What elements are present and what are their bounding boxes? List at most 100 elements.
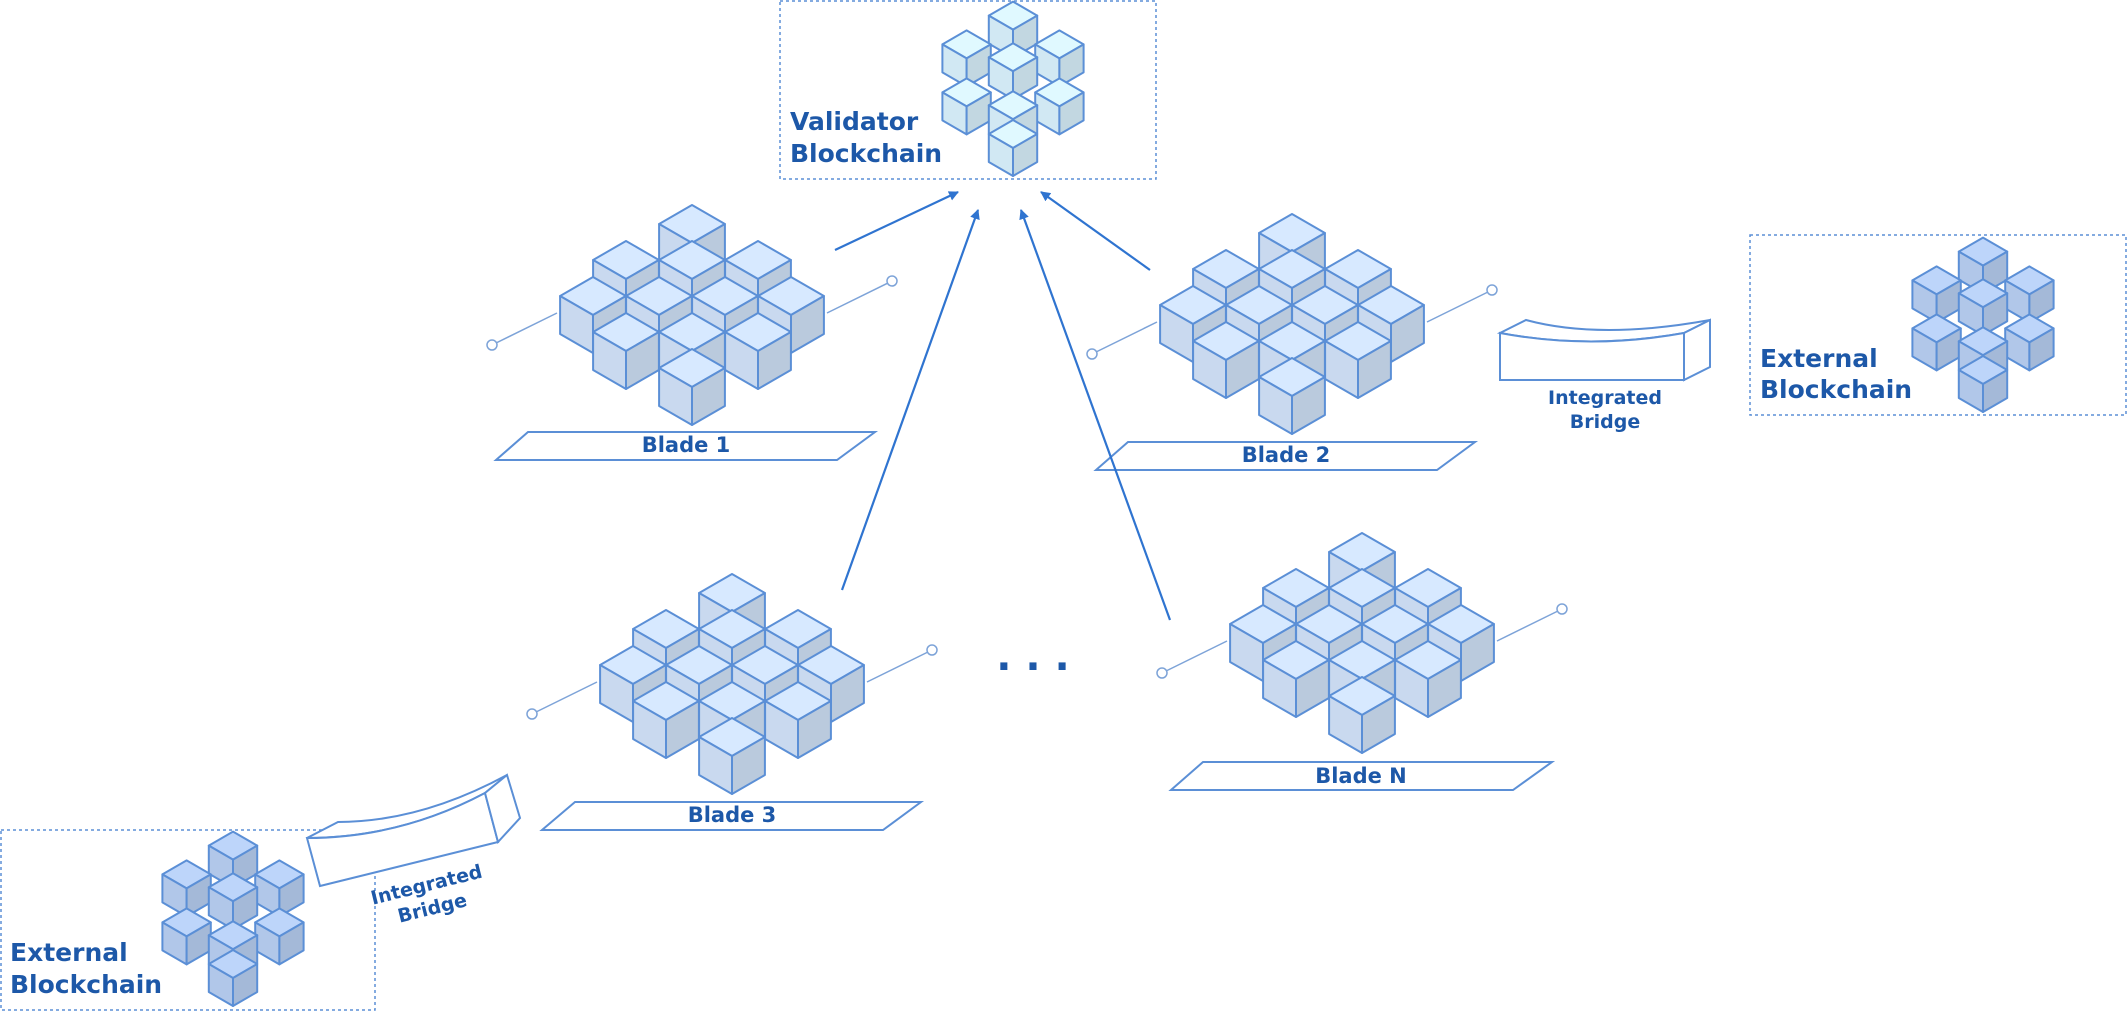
cube-right-face	[2028, 279, 2055, 324]
connector-line	[866, 649, 933, 683]
connector-node	[486, 339, 498, 351]
blade-n-label: Blade N	[1315, 764, 1407, 788]
cube	[987, 119, 1039, 177]
cube-right-face	[1982, 369, 2009, 413]
cube-right-face	[1012, 56, 1039, 101]
cube-right-face	[278, 873, 305, 918]
more-blades-ellipsis: . . .	[996, 634, 1069, 680]
cube-right-face	[2028, 327, 2055, 372]
connector-node	[1486, 284, 1498, 296]
cube-right-face	[691, 367, 726, 426]
connector-line	[1426, 289, 1493, 323]
bridge-right-label-line1: Integrated	[1548, 387, 1662, 409]
cube	[1262, 640, 1330, 718]
cube	[658, 348, 726, 426]
arrow-blade-n-to-validator	[1019, 209, 1172, 621]
validator-blockchain: Validator Blockchain	[779, 0, 1157, 180]
cube-right-face	[731, 736, 766, 795]
blade-3: Blade 3	[526, 573, 938, 831]
cube	[592, 312, 660, 390]
cube-right-face	[232, 963, 259, 1007]
connector-line	[1496, 608, 1563, 642]
cube-right-face	[1291, 376, 1326, 435]
cube	[698, 717, 766, 795]
cube	[1034, 77, 1085, 136]
external-blockchain-right: External Blockchain	[1749, 234, 2127, 416]
arrow-blade-3-to-validator	[840, 209, 980, 591]
blade-n-platform	[1168, 761, 1556, 791]
blade-2: Blade 2	[1086, 213, 1498, 471]
blade-2-label: Blade 2	[1242, 443, 1331, 467]
blade-n: Blade N	[1156, 532, 1568, 791]
cube	[1957, 278, 2009, 337]
bridge-right-side	[1683, 318, 1711, 382]
blade-3-cube-cluster	[526, 573, 938, 795]
bridge-right-label-line2: Bridge	[1570, 411, 1640, 433]
blade-1-cube-cluster	[486, 204, 898, 426]
arrow-blade-1-to-validator	[834, 191, 959, 251]
cube	[1911, 265, 1962, 324]
cube	[207, 949, 259, 1007]
blade-n-cube-cluster	[1156, 532, 1568, 754]
cube	[764, 681, 832, 759]
cube	[987, 42, 1039, 101]
blade-3-platform	[539, 801, 925, 831]
integrated-bridge-left: Integrated Bridge	[305, 773, 522, 928]
connector-line	[491, 312, 558, 346]
cube-right-face	[1357, 340, 1392, 399]
validator-arrows	[834, 191, 1172, 621]
connector-line	[826, 280, 893, 314]
cube	[1192, 321, 1260, 399]
external-left-cube-cluster	[161, 830, 305, 1007]
cube	[2004, 313, 2055, 372]
arrow-blade-2-to-validator	[1040, 191, 1151, 271]
cube-right-face	[1427, 659, 1462, 718]
cube	[1911, 313, 1962, 372]
cube	[254, 907, 305, 966]
external-right-label-line1: External	[1760, 344, 1878, 373]
cube	[724, 312, 792, 390]
cube-right-face	[1058, 43, 1085, 88]
cube	[941, 77, 992, 136]
connector-node	[926, 644, 938, 656]
cube-right-face	[1982, 292, 2009, 337]
cube-right-face	[1361, 695, 1396, 754]
validator-label-line1: Validator	[790, 107, 919, 136]
cube-right-face	[1058, 91, 1085, 136]
connector-node	[1156, 667, 1168, 679]
validator-label-line2: Blockchain	[790, 139, 942, 168]
blade-3-label: Blade 3	[688, 803, 777, 827]
blade-1-platform	[493, 431, 879, 461]
external-right-cube-cluster	[1911, 236, 2055, 413]
blade-2-platform	[1093, 441, 1479, 471]
connector-node	[1556, 603, 1568, 615]
blade-1-label: Blade 1	[642, 433, 731, 457]
cube	[1328, 676, 1396, 754]
blade-1: Blade 1	[486, 204, 898, 461]
cube	[161, 907, 212, 966]
cube-right-face	[797, 700, 832, 759]
cube	[254, 859, 305, 918]
connector-line	[1161, 640, 1228, 674]
cube-right-face	[232, 886, 259, 931]
connector-node	[886, 275, 898, 287]
connector-node	[526, 708, 538, 720]
integrated-bridge-right: Integrated Bridge	[1496, 318, 1711, 433]
cube	[1957, 355, 2009, 413]
cube-right-face	[1012, 133, 1039, 177]
cube	[1324, 321, 1392, 399]
cube-right-face	[757, 331, 792, 390]
cube	[1258, 357, 1326, 435]
bridge-left-side	[483, 773, 522, 845]
connector-line	[1091, 321, 1158, 355]
cube	[632, 681, 700, 759]
external-left-label-line2: Blockchain	[10, 970, 162, 999]
validator-cube-cluster	[941, 0, 1085, 177]
connector-node	[1086, 348, 1098, 360]
blade-2-cube-cluster	[1086, 213, 1498, 435]
external-blockchain-left: External Blockchain	[0, 829, 376, 1011]
external-left-label-line1: External	[10, 938, 128, 967]
cube-right-face	[278, 921, 305, 966]
cube	[207, 872, 259, 931]
